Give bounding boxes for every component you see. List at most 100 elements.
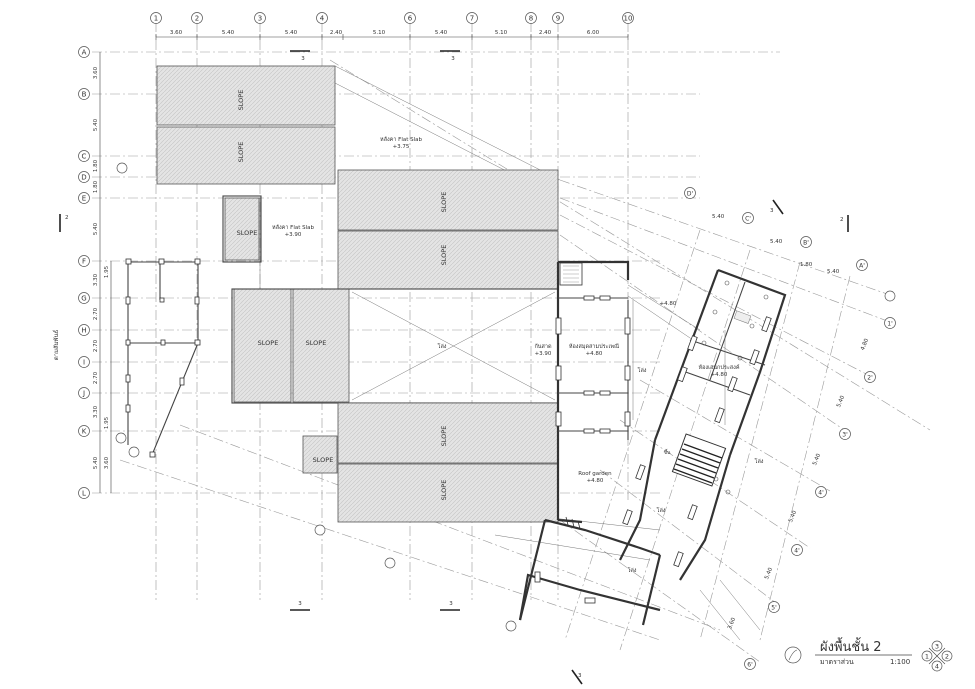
roof-labels: หลังคา Flat Slab +3.75 หลังคา Flat Slab … (272, 136, 447, 350)
roof-slope (337, 230, 559, 290)
section-mark: 3 (449, 601, 453, 607)
grid-bubble-label: 6 (408, 15, 413, 23)
grid-bubble-label: A' (859, 263, 865, 270)
left-pavilion (125, 258, 201, 458)
dim-left: 2.70 (93, 339, 99, 352)
level-label: +4.80 (660, 301, 677, 307)
roof-slope (156, 126, 336, 185)
grid-bubble-label: 5' (771, 605, 777, 612)
dim-left: 3.30 (93, 405, 99, 418)
section-mark: 3 (451, 56, 455, 62)
section-mark: 3 (578, 673, 582, 679)
dim-left: 1.95 (104, 416, 110, 429)
level-label: +4.80 (587, 478, 604, 484)
axis-markers (115, 162, 896, 632)
label-void: โล่ง (437, 342, 446, 350)
grid-bubble-label: 1' (887, 321, 893, 328)
grid-bubble-label: 1 (154, 15, 158, 23)
dim-left: 1.95 (104, 265, 110, 278)
section-mark: 3 (770, 208, 774, 214)
rotated-dim: 5.40 (788, 509, 798, 523)
room-label: ห้องสมุดสามประเพณี (569, 343, 619, 350)
roof-slope-label: SLOPE (440, 426, 448, 447)
column-grid-bubbles: 1 2 3 4 6 7 8 9 10 (150, 12, 634, 24)
rotated-dim: 3.60 (727, 616, 737, 630)
grid-bubble-label: I (83, 359, 85, 367)
rotated-dim: 5.40 (827, 269, 840, 275)
label-void: โล่ง (754, 457, 763, 465)
dim-top: 3.60 (170, 30, 183, 36)
grid-bubble-label: L (82, 490, 86, 498)
grid-bubble-label: 2 (195, 15, 199, 23)
grid-bubble-label: D (81, 174, 86, 182)
level-label: +4.80 (711, 372, 728, 378)
rotated-grid-lines (119, 59, 931, 663)
title-block: ผังพื้นชั้น 2 มาตราส่วน 1:100 3 1 2 4 (784, 637, 953, 672)
north-marker (784, 646, 802, 664)
rotated-hall (619, 268, 787, 581)
dim-left: 1.80 (93, 159, 99, 172)
label-void: โล่ง (656, 506, 665, 514)
roof-slope-label: SLOPE (258, 339, 279, 347)
dim-left: 5.40 (93, 222, 99, 235)
drawing-title: ผังพื้นชั้น 2 (820, 637, 882, 655)
grid-bubble-label: 4' (818, 490, 824, 497)
dim-left: 3.30 (93, 273, 99, 286)
dim-left: 5.40 (93, 456, 99, 469)
dim-left: 2.70 (93, 307, 99, 320)
dim-top: 5.40 (435, 30, 448, 36)
dim-top: 5.10 (373, 30, 386, 36)
roof-slope-label: SLOPE (440, 480, 448, 501)
roof-slope (233, 288, 292, 403)
rotated-dim: 5.40 (764, 566, 774, 580)
grid-bubble-label: D' (687, 191, 694, 198)
key-plan-icon: 3 1 2 4 (921, 640, 953, 672)
grid-bubble-label: 3' (842, 432, 848, 439)
scale-value: 1:100 (890, 658, 910, 666)
section-mark: 3 (298, 601, 302, 607)
grid-bubble-label: 4 (320, 15, 325, 23)
grid-bubble-label: B (82, 91, 87, 99)
dim-left: 3.60 (93, 66, 99, 79)
grid-bubble-label: F (82, 258, 86, 266)
dim-left: 1.80 (93, 180, 99, 193)
roof-slope (224, 197, 260, 261)
side-note: ตามสัมพันธ์ (52, 329, 60, 360)
roof-slope (156, 65, 336, 126)
dim-left: 2.70 (93, 371, 99, 384)
grid-bubble-label: A (82, 49, 87, 57)
label-flat-slab: หลังคา Flat Slab (272, 224, 315, 231)
room-label: กันสาด (534, 343, 552, 350)
rotated-dim: 5.40 (712, 214, 725, 220)
level-label: +3.75 (393, 144, 410, 150)
rotated-grid-bubbles: D' C' B' A' 5.40 5.40 1.80 5.40 1' 2' 3'… (684, 187, 896, 670)
grid-bubble-label: J (82, 390, 85, 398)
roof-slope-label: SLOPE (237, 229, 258, 237)
grid-bubble-label: 10 (624, 15, 633, 23)
grid-bubble-label: 8 (529, 15, 533, 23)
grid-bubble-label: H (81, 327, 86, 335)
key-plan-label: 3 (935, 643, 939, 651)
dim-top: 5.40 (222, 30, 235, 36)
key-plan-label: 1 (925, 653, 929, 661)
roof-slope (292, 288, 350, 403)
label-flat-slab: หลังคา Flat Slab (380, 136, 423, 143)
grid-bubble-label: 3 (258, 15, 262, 23)
row-grid-bubbles: A B C D E F G H I J K L (78, 46, 90, 499)
canopy-roof (222, 195, 262, 263)
key-plan-label: 2 (945, 653, 949, 661)
roof-garden (518, 516, 662, 626)
grid-bubble-label: 4' (794, 548, 800, 555)
rotated-dim: 4.80 (860, 337, 870, 351)
dim-top: 5.40 (285, 30, 298, 36)
room-labels: กันสาด +3.90 ห้องสมุดสามประเพณี +4.80 ห้… (534, 301, 763, 574)
roof-slope-label: SLOPE (440, 192, 448, 213)
roof-plan: SLOPE SLOPE SLOPE SLOPE SLOPE SLOPE SLOP… (156, 65, 559, 523)
dim-top: 2.40 (330, 30, 343, 36)
grid-bubble-label: G (81, 295, 86, 303)
roof-slope-label: SLOPE (313, 456, 334, 464)
section-markers: 3 3 3 3 2 2 3 3 (59, 50, 849, 685)
level-label: +3.90 (285, 232, 302, 238)
right-wing-walls (555, 260, 701, 520)
grid-bubble-label: 9 (556, 15, 560, 23)
